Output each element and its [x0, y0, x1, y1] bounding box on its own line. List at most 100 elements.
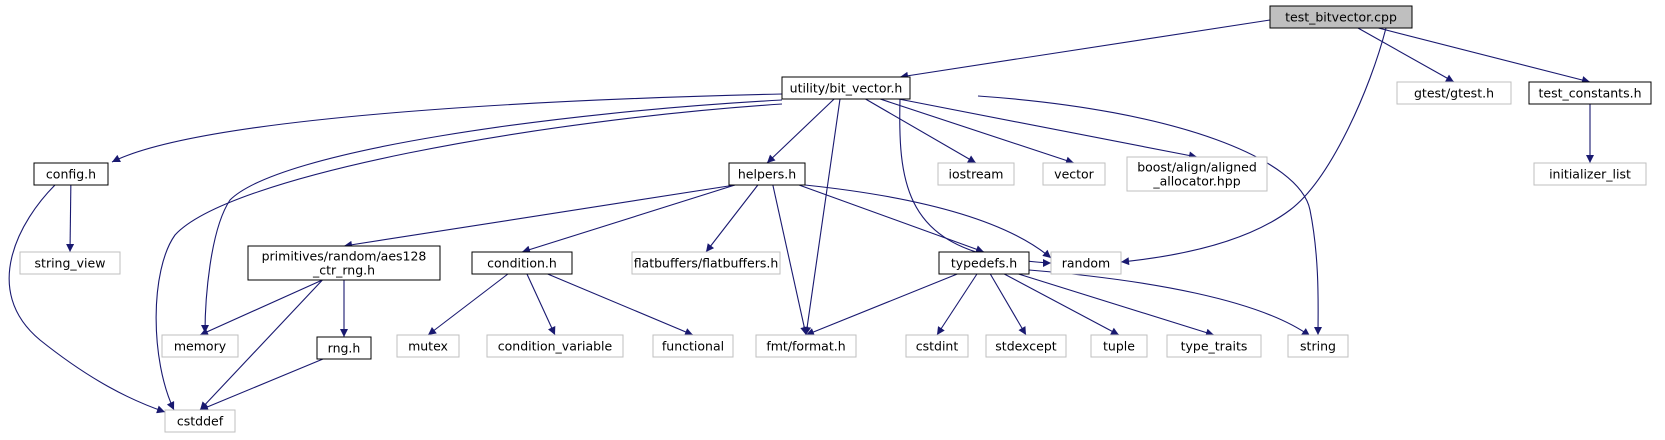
node-stdexcept: stdexcept — [985, 334, 1067, 358]
edge-typedefs-to-stdexcept — [989, 273, 1027, 336]
node-label: _allocator.hpp — [1152, 174, 1240, 189]
edge-condition-to-functional — [547, 273, 694, 336]
node-label: gtest/gtest.h — [1414, 86, 1494, 101]
node-label: flatbuffers/flatbuffers.h — [634, 256, 779, 271]
node-label: cstddef — [177, 414, 224, 429]
node-cstddef: cstddef — [164, 409, 236, 433]
edge-aes128-to-cstddef — [199, 279, 323, 411]
node-condition[interactable]: condition.h — [471, 251, 573, 275]
edge-typedefs-to-type_traits — [1018, 273, 1215, 337]
node-label: condition_variable — [498, 339, 613, 354]
node-memory: memory — [161, 334, 239, 358]
node-box — [1166, 334, 1262, 358]
edge-config-to-cstddef — [8, 184, 166, 414]
edge-test_bitvector-to-gtest — [1357, 27, 1455, 83]
edges-layer — [8, 19, 1594, 414]
node-box — [19, 251, 121, 275]
node-box — [728, 162, 806, 186]
node-label: typedefs.h — [951, 256, 1017, 271]
node-label: random — [1062, 256, 1110, 271]
edge-bit_vector-to-random — [899, 98, 1052, 267]
edge-helpers-to-condition — [521, 184, 736, 254]
node-box — [1287, 334, 1349, 358]
node-label: fmt/format.h — [766, 339, 845, 354]
edge-config-to-string_view — [66, 184, 75, 253]
node-string-view: string_view — [19, 251, 121, 275]
node-test-constants[interactable]: test_constants.h — [1528, 81, 1652, 105]
node-label: string_view — [35, 256, 106, 271]
node-label: utility/bit_vector.h — [790, 81, 903, 96]
node-functional: functional — [652, 334, 734, 358]
node-label: test_bitvector.cpp — [1285, 10, 1397, 25]
node-label: condition.h — [487, 256, 557, 271]
node-config[interactable]: config.h — [33, 162, 109, 186]
edge-helpers-to-flatbuffers — [705, 184, 759, 253]
node-label: rng.h — [328, 341, 361, 356]
node-box — [1090, 334, 1148, 358]
edge-helpers-to-typedefs — [798, 184, 985, 254]
node-label: boost/align/aligned — [1137, 160, 1257, 175]
node-box — [396, 334, 460, 358]
edge-bit_vector-to-cstddef — [155, 103, 783, 411]
node-box — [1396, 81, 1512, 105]
node-flatbuffers: flatbuffers/flatbuffers.h — [631, 251, 781, 275]
node-box — [938, 251, 1030, 275]
edge-condition-to-condition_variable — [526, 273, 556, 336]
node-label: mutex — [408, 339, 448, 354]
edge-bit_vector-to-fmt_format — [803, 98, 841, 336]
edge-bit_vector-to-helpers — [766, 98, 835, 164]
edge-test_bitvector-to-bit_vector — [899, 19, 1271, 80]
node-aes128[interactable]: primitives/random/aes128_ctr_rng.h — [247, 245, 441, 281]
node-label: string — [1300, 339, 1336, 354]
node-label: primitives/random/aes128 — [262, 249, 427, 264]
node-aligned-allocator: boost/align/aligned_allocator.hpp — [1126, 156, 1268, 192]
node-box — [164, 409, 236, 433]
node-label: helpers.h — [738, 167, 796, 182]
node-label: initializer_list — [1549, 167, 1631, 182]
edge-typedefs-to-cstdint — [936, 273, 978, 336]
node-typedefs[interactable]: typedefs.h — [938, 251, 1030, 275]
node-box — [1269, 5, 1413, 29]
edge-condition-to-mutex — [427, 273, 509, 336]
node-label: config.h — [46, 167, 96, 182]
edge-helpers-to-fmt_format — [772, 184, 809, 336]
node-gtest: gtest/gtest.h — [1396, 81, 1512, 105]
edge-rng-to-cstddef — [199, 358, 324, 411]
edge-bit_vector-to-config — [111, 93, 783, 163]
edge-bit_vector-to-string — [977, 95, 1323, 336]
node-box — [316, 336, 372, 360]
edge-bit_vector-to-iostream — [865, 98, 977, 164]
node-string: string — [1287, 334, 1349, 358]
node-type-traits: type_traits — [1166, 334, 1262, 358]
node-box — [33, 162, 109, 186]
edge-test_bitvector-to-test_constants — [1378, 27, 1591, 84]
edge-bit_vector-to-aligned_allocator — [898, 98, 1198, 160]
node-bit-vector[interactable]: utility/bit_vector.h — [781, 76, 911, 100]
node-label: memory — [174, 339, 227, 354]
edge-test_bitvector-to-random — [1120, 27, 1387, 266]
node-cstdint: cstdint — [905, 334, 969, 358]
node-label: type_traits — [1181, 339, 1248, 354]
node-box — [161, 334, 239, 358]
edge-helpers-to-aes128 — [343, 184, 736, 249]
node-box — [755, 334, 857, 358]
edge-aes128-to-memory — [199, 279, 323, 336]
node-box — [781, 76, 911, 100]
node-box — [937, 162, 1015, 186]
node-box — [471, 251, 573, 275]
node-random: random — [1050, 251, 1122, 275]
node-box — [985, 334, 1067, 358]
node-label: vector — [1054, 167, 1095, 182]
node-box — [1126, 156, 1268, 192]
node-initializer-list: initializer_list — [1533, 162, 1647, 186]
node-label: tuple — [1103, 339, 1135, 354]
node-box — [905, 334, 969, 358]
node-label: test_constants.h — [1538, 86, 1641, 101]
edge-typedefs-to-string — [1028, 269, 1311, 337]
edge-helpers-to-random — [804, 184, 1052, 259]
node-test-bitvector[interactable]: test_bitvector.cpp — [1269, 5, 1413, 29]
node-rng[interactable]: rng.h — [316, 336, 372, 360]
node-box — [1528, 81, 1652, 105]
node-helpers[interactable]: helpers.h — [728, 162, 806, 186]
